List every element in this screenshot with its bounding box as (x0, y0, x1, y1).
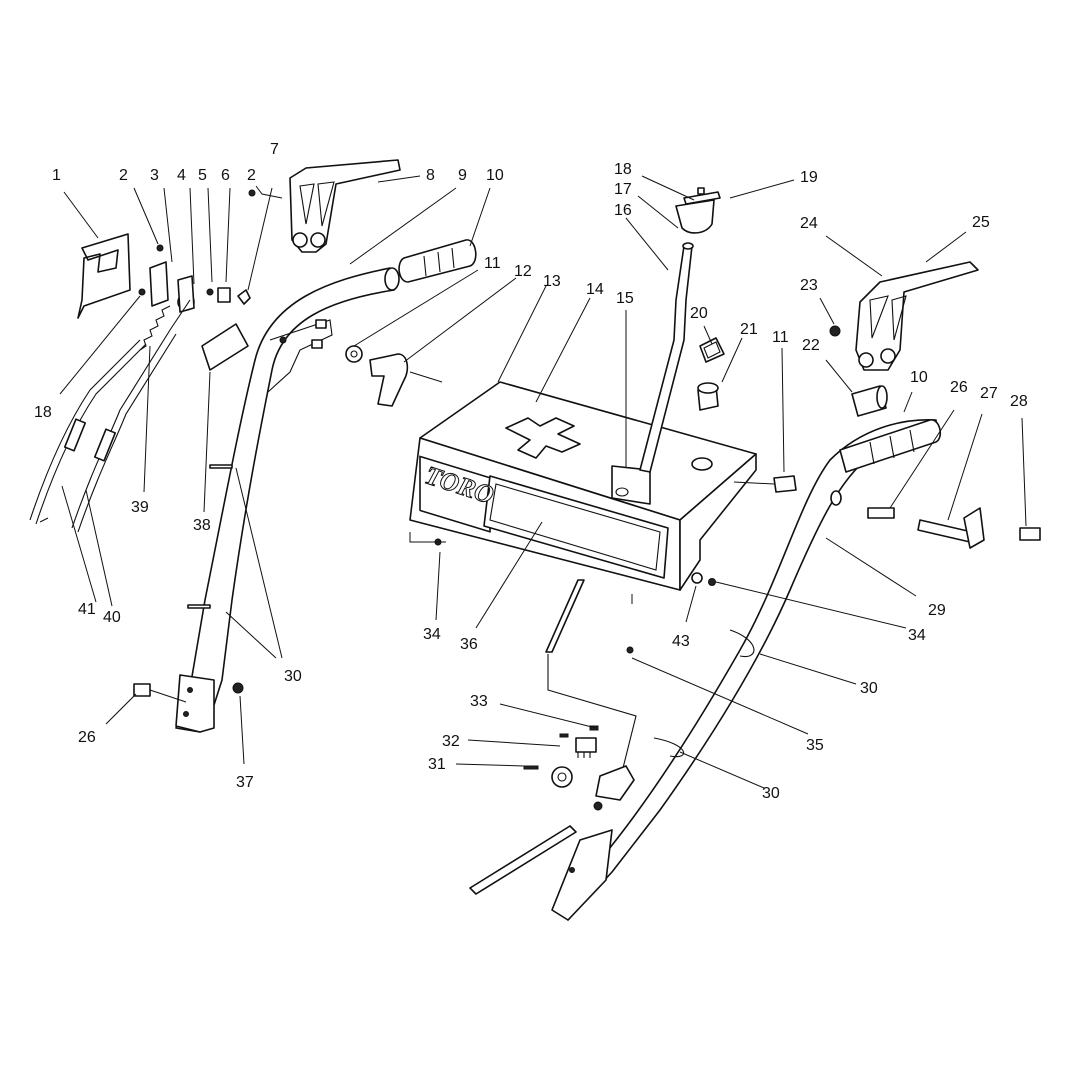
callout-8: 8 (426, 167, 435, 184)
callout-23: 23 (800, 277, 818, 294)
callout-17: 17 (614, 181, 632, 198)
callout-41: 41 (78, 601, 96, 618)
callout-37: 37 (236, 774, 254, 791)
callout-6: 6 (221, 167, 230, 184)
callout-20: 20 (690, 305, 708, 322)
callout-28: 28 (1010, 393, 1028, 410)
part-control-panel-13 (409, 381, 757, 654)
callout-3: 3 (150, 167, 159, 184)
callout-43: 43 (672, 633, 690, 650)
part-pin-assembly (867, 507, 1041, 549)
callout-25: 25 (972, 214, 990, 231)
callout-29: 29 (928, 602, 946, 619)
callout-32: 32 (442, 733, 460, 750)
part-key-switch (697, 337, 725, 411)
part-grip-10-left (398, 239, 477, 283)
part-idler-assembly (138, 189, 256, 351)
callout-2b: 2 (247, 167, 256, 184)
callout-16: 16 (614, 202, 632, 219)
callout-labels: 1 2 3 4 5 6 2 7 8 9 10 11 12 13 14 15 16… (34, 141, 1028, 802)
callout-10: 10 (486, 167, 504, 184)
part-handle-bracket-24 (855, 261, 979, 371)
callout-26: 26 (78, 729, 96, 746)
callout-5: 5 (198, 167, 207, 184)
callout-35: 35 (806, 737, 824, 754)
part-lever-12 (345, 345, 443, 407)
callout-40: 40 (103, 609, 121, 626)
callout-4: 4 (177, 167, 186, 184)
part-shift-lever-16 (639, 187, 721, 473)
callout-15: 15 (616, 290, 634, 307)
callout-1: 1 (52, 167, 61, 184)
callout-13: 13 (543, 273, 561, 290)
callout-30: 30 (284, 668, 302, 685)
callout-39: 39 (131, 499, 149, 516)
callout-9: 9 (458, 167, 467, 184)
callout-27: 27 (980, 385, 998, 402)
part-control-cables (29, 299, 191, 533)
callout-38: 38 (193, 517, 211, 534)
part-bolt-11-right (733, 475, 797, 493)
callout-31: 31 (428, 756, 446, 773)
callout-18b: 18 (34, 404, 52, 421)
callout-19: 19 (800, 169, 818, 186)
callout-14: 14 (586, 281, 604, 298)
callout-11: 11 (484, 255, 501, 272)
part-right-handle (551, 419, 942, 921)
callout-11b: 11 (772, 329, 789, 346)
part-handle-bracket-8 (289, 159, 401, 253)
callout-34b: 34 (908, 627, 926, 644)
part-hardware-bottom-left (133, 682, 244, 697)
callout-24: 24 (800, 215, 818, 232)
callout-26b: 26 (950, 379, 968, 396)
callout-36: 36 (460, 636, 478, 653)
callout-2: 2 (119, 167, 128, 184)
callout-22: 22 (802, 337, 820, 354)
part-hardware-43 (691, 572, 716, 586)
part-bracket-1 (77, 233, 131, 319)
callout-33: 33 (470, 693, 488, 710)
part-decal-38 (201, 323, 249, 371)
callout-30b: 30 (860, 680, 878, 697)
callout-21: 21 (740, 321, 758, 338)
part-left-handle-9 (175, 267, 400, 733)
callout-10b: 10 (910, 369, 928, 386)
callout-34: 34 (423, 626, 441, 643)
leader-lines (39, 175, 1027, 789)
callout-30c: 30 (762, 785, 780, 802)
part-spacer-22 (829, 325, 888, 417)
callout-18: 18 (614, 161, 632, 178)
callout-7: 7 (270, 141, 279, 158)
callout-12: 12 (514, 263, 532, 280)
